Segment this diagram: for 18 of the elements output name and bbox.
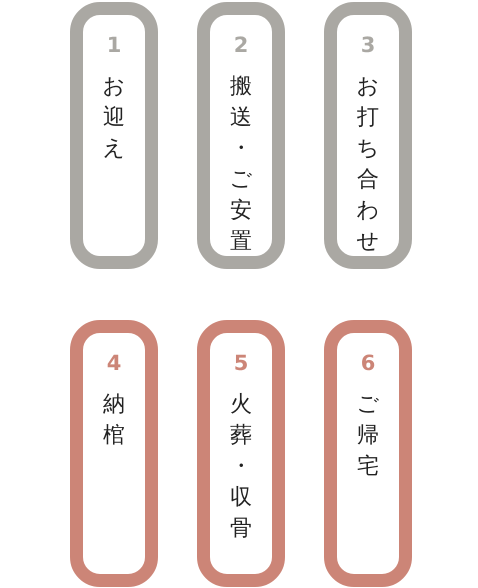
step-card [70,320,158,587]
step-number: 3 [360,33,376,57]
step-number: 5 [232,351,250,375]
step-card [70,2,158,269]
step-label: 火葬・収骨 [229,391,253,543]
step-number: 4 [106,351,122,375]
step-label: 搬送・ご安置 [228,73,254,256]
step-number: 6 [360,351,376,375]
step-number: 1 [106,33,122,57]
step-label: お迎え [102,73,126,163]
step-number: 2 [232,33,250,57]
step-label: お打ち合わせ [356,73,380,256]
step-card [324,320,412,587]
step-card [197,2,285,269]
step-label: 納棺 [102,391,126,450]
step-label: ご帰宅 [356,391,380,481]
step-card [324,2,412,269]
step-card [197,320,285,587]
